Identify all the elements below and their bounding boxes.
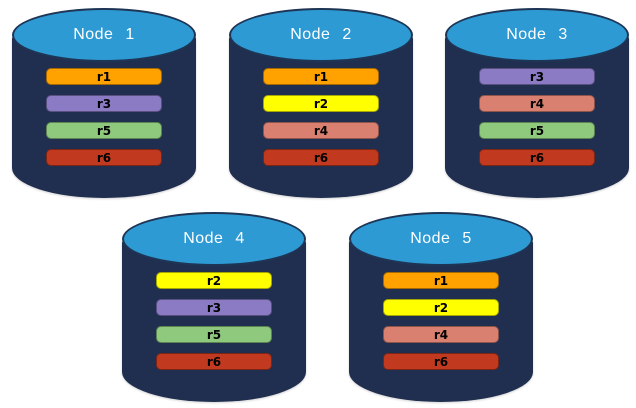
node-cylinder-body (349, 239, 533, 402)
replica-list: r1 r2 r4 r6 (349, 272, 533, 370)
replica-bar-r1: r1 (263, 68, 379, 85)
node-cylinder-body (122, 239, 306, 402)
replica-bar-r5: r5 (479, 122, 595, 139)
node-cylinder-top: Node 2 (229, 8, 413, 62)
node-label: Node 3 (506, 26, 568, 43)
database-node-2: Node 2 r1 r2 r4 r6 (229, 8, 413, 198)
node-cylinder-body (12, 35, 196, 198)
replica-bar-r6: r6 (263, 149, 379, 166)
replica-bar-r4: r4 (383, 326, 499, 343)
replica-bar-r1: r1 (46, 68, 162, 85)
replica-bar-r6: r6 (383, 353, 499, 370)
replica-bar-r6: r6 (156, 353, 272, 370)
replica-bar-r3: r3 (479, 68, 595, 85)
replica-bar-r2: r2 (156, 272, 272, 289)
replica-bar-r2: r2 (383, 299, 499, 316)
replica-list: r1 r2 r4 r6 (229, 68, 413, 166)
replica-bar-r4: r4 (479, 95, 595, 112)
node-cylinder-body (445, 35, 629, 198)
replica-bar-r5: r5 (156, 326, 272, 343)
node-cylinder-top: Node 1 (12, 8, 196, 62)
node-cylinder-body (229, 35, 413, 198)
replica-bar-r6: r6 (46, 149, 162, 166)
replica-list: r1 r3 r5 r6 (12, 68, 196, 166)
replica-bar-r3: r3 (156, 299, 272, 316)
node-cylinder-top: Node 5 (349, 212, 533, 266)
replica-bar-r3: r3 (46, 95, 162, 112)
database-node-4: Node 4 r2 r3 r5 r6 (122, 212, 306, 402)
database-node-1: Node 1 r1 r3 r5 r6 (12, 8, 196, 198)
database-node-5: Node 5 r1 r2 r4 r6 (349, 212, 533, 402)
replica-bar-r2: r2 (263, 95, 379, 112)
replica-bar-r5: r5 (46, 122, 162, 139)
node-label: Node 4 (183, 230, 245, 247)
replica-bar-r4: r4 (263, 122, 379, 139)
node-label: Node 5 (410, 230, 472, 247)
database-node-3: Node 3 r3 r4 r5 r6 (445, 8, 629, 198)
node-cylinder-top: Node 3 (445, 8, 629, 62)
replica-list: r2 r3 r5 r6 (122, 272, 306, 370)
node-label: Node 2 (290, 26, 352, 43)
replica-bar-r6: r6 (479, 149, 595, 166)
node-cylinder-top: Node 4 (122, 212, 306, 266)
node-label: Node 1 (73, 26, 135, 43)
replica-bar-r1: r1 (383, 272, 499, 289)
replica-list: r3 r4 r5 r6 (445, 68, 629, 166)
